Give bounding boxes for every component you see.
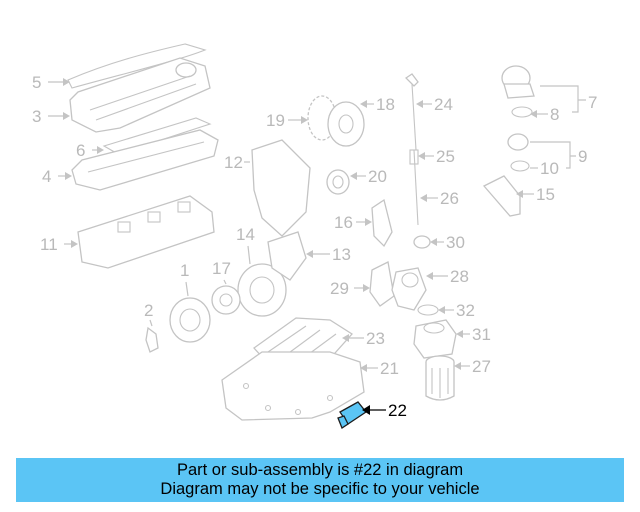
svg-text:4: 4	[42, 167, 51, 186]
callout-19: 19	[266, 111, 308, 130]
svg-text:24: 24	[434, 95, 453, 114]
callout-9: 9	[530, 141, 587, 169]
svg-text:18: 18	[376, 95, 395, 114]
part-24-dipstick	[404, 73, 419, 151]
part-14-rear-seal	[237, 263, 287, 317]
part-18-camshaft-sprocket	[327, 101, 365, 147]
callout-29: 29	[330, 279, 370, 298]
part-3-valve-cover	[69, 57, 211, 133]
part-31-oil-cooler	[413, 319, 457, 359]
banner-line-2: Diagram may not be specific to your vehi…	[160, 480, 480, 498]
callout-7: 7	[540, 85, 597, 113]
callout-23: 23	[342, 329, 385, 348]
callout-32: 32	[438, 301, 475, 320]
callout-10: 10	[530, 159, 559, 178]
part-25-dipstick-tube	[409, 149, 419, 226]
svg-text:19: 19	[266, 111, 285, 130]
engine-parts-diagram: 5 3 6 4 11 12 19 18 20 24	[32, 43, 597, 429]
svg-text:28: 28	[450, 267, 469, 286]
part-12-timing-cover	[251, 139, 311, 237]
svg-text:26: 26	[440, 189, 459, 208]
svg-text:6: 6	[76, 141, 85, 160]
part-7-filter-housing	[501, 65, 535, 99]
part-2-bolt	[145, 326, 159, 353]
svg-text:14: 14	[236, 225, 255, 244]
part-28-filter-adapter	[391, 267, 427, 311]
part-29-bracket	[369, 261, 395, 307]
part-32-o-ring	[417, 304, 439, 316]
callout-22[interactable]: 22	[362, 401, 407, 420]
svg-text:1: 1	[180, 261, 189, 280]
part-8-gasket	[511, 106, 533, 118]
callout-24: 24	[416, 95, 453, 114]
part-16-bracket	[371, 198, 393, 248]
part-11-manifold	[77, 195, 215, 269]
svg-text:23: 23	[366, 329, 385, 348]
callout-6: 6	[76, 141, 104, 160]
part-13-cover-plate	[267, 231, 307, 281]
callout-28: 28	[426, 267, 469, 286]
callout-11: 11	[40, 235, 78, 254]
callout-8: 8	[530, 105, 559, 124]
part-9-cap	[507, 133, 529, 151]
svg-text:11: 11	[40, 235, 58, 254]
callout-4: 4	[42, 167, 72, 186]
svg-text:30: 30	[446, 233, 465, 252]
part-22-highlighted[interactable]	[337, 401, 367, 429]
part-4-cover	[71, 129, 219, 191]
svg-text:3: 3	[32, 107, 41, 126]
svg-text:27: 27	[472, 357, 491, 376]
part-10-seal	[510, 160, 530, 172]
svg-text:29: 29	[330, 279, 349, 298]
svg-text:17: 17	[212, 259, 231, 278]
callout-20: 20	[350, 167, 387, 186]
part-15-shield	[482, 175, 521, 217]
svg-text:10: 10	[540, 159, 559, 178]
callout-16: 16	[334, 213, 372, 232]
part-21-oil-pan	[221, 351, 365, 421]
part-30-plug	[413, 235, 431, 249]
part-27-oil-filter	[425, 355, 455, 401]
callout-26: 26	[420, 189, 459, 208]
part-info-banner: Part or sub-assembly is #22 in diagram D…	[16, 458, 624, 502]
svg-text:31: 31	[472, 325, 491, 344]
callout-1: 1	[180, 261, 189, 297]
callout-18: 18	[360, 95, 395, 114]
svg-text:32: 32	[456, 301, 475, 320]
callout-3: 3	[32, 107, 70, 126]
svg-text:5: 5	[32, 73, 41, 92]
part-1-crankshaft-pulley	[169, 297, 211, 343]
svg-text:20: 20	[368, 167, 387, 186]
svg-text:2: 2	[144, 301, 153, 320]
svg-text:8: 8	[550, 105, 559, 124]
callout-14: 14	[236, 225, 255, 265]
svg-text:25: 25	[436, 147, 455, 166]
callout-5: 5	[32, 73, 70, 92]
callout-2: 2	[144, 301, 153, 327]
svg-text:22: 22	[388, 401, 407, 420]
svg-text:12: 12	[224, 153, 243, 172]
part-6-gasket	[102, 117, 212, 155]
callout-31: 31	[456, 325, 491, 344]
callout-12: 12	[224, 153, 250, 172]
callout-21: 21	[360, 359, 399, 378]
svg-text:21: 21	[380, 359, 399, 378]
svg-text:16: 16	[334, 213, 353, 232]
svg-text:9: 9	[578, 147, 587, 166]
banner-line-1: Part or sub-assembly is #22 in diagram	[176, 461, 464, 479]
part-17-pulley	[211, 285, 241, 315]
callout-17: 17	[212, 259, 231, 285]
part-20-tensioner	[326, 169, 350, 195]
part-5-valve-cover-gasket	[67, 43, 207, 89]
callout-25: 25	[418, 147, 455, 166]
svg-text:13: 13	[332, 245, 351, 264]
callout-27: 27	[454, 357, 491, 376]
svg-text:7: 7	[588, 93, 597, 112]
callout-30: 30	[430, 233, 465, 252]
svg-text:15: 15	[536, 185, 555, 204]
callout-13: 13	[306, 245, 351, 264]
callout-15: 15	[516, 185, 555, 204]
